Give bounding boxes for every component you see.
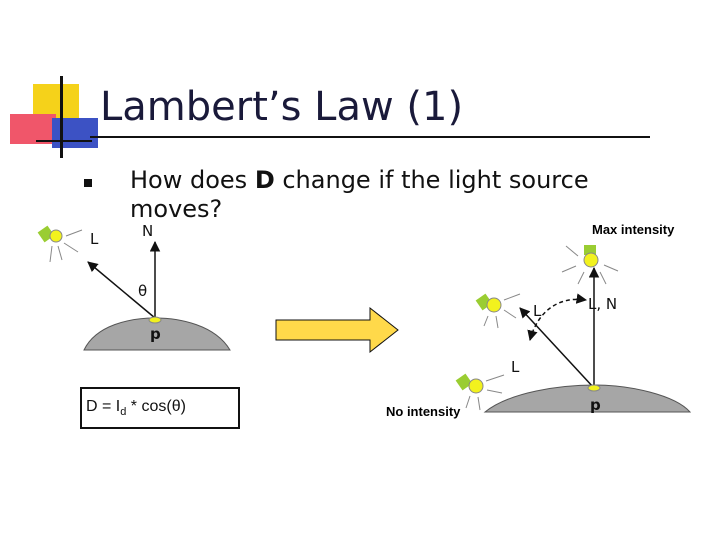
left-point-marker (148, 316, 162, 324)
logo-blue-bar (52, 118, 98, 148)
right-point-label: p (590, 396, 601, 414)
light-housing (455, 373, 473, 391)
left-angle-label: θ (138, 282, 148, 300)
left-normal-label: N (142, 222, 154, 240)
title-rule (90, 136, 650, 138)
logo-horizontal-line (36, 140, 92, 142)
left-light-source (37, 225, 83, 263)
question-bold: D (254, 166, 275, 194)
l-upper-label: L (533, 302, 542, 320)
right-surface (483, 384, 692, 413)
light-housing (584, 245, 596, 255)
formula-text: D = Id * cos(θ) (86, 398, 186, 418)
no-intensity-label: No intensity (386, 404, 461, 419)
question-text: How does D change if the light source mo… (130, 166, 630, 224)
left-light-vector (87, 261, 156, 319)
slide-title: Lambert’s Law (1) (100, 84, 464, 130)
rotation-arc (527, 293, 588, 342)
light-bulb (583, 252, 599, 268)
transition-arrow (275, 306, 399, 354)
light-no-intensity (455, 373, 505, 411)
question-before: How does (130, 166, 255, 194)
formula-prefix: D = I (86, 398, 121, 415)
l-lower-label: L (511, 358, 520, 376)
right-light-vector (519, 307, 595, 389)
logo-vertical-line (60, 76, 63, 158)
light-rays (561, 245, 619, 285)
left-point-label: p (150, 325, 161, 343)
light-angled (475, 293, 521, 329)
max-intensity-label: Max intensity (592, 222, 675, 237)
formula-suffix: * cos(θ) (126, 398, 186, 415)
light-bulb (486, 297, 502, 313)
light-rays (49, 229, 83, 263)
formula-box (80, 387, 240, 429)
right-point-marker (587, 384, 601, 392)
formula-subscript: d (120, 406, 127, 419)
light-bulb (49, 229, 63, 243)
bullet-square (84, 179, 92, 187)
light-rays (483, 293, 521, 329)
left-light-label: L (90, 230, 99, 248)
light-rays (465, 374, 505, 411)
light-bulb (468, 378, 484, 394)
question-after: change if the light source moves? (130, 166, 589, 223)
light-max-intensity (561, 245, 619, 285)
logo-red-bar (10, 114, 56, 144)
ln-label: L, N (588, 295, 618, 313)
